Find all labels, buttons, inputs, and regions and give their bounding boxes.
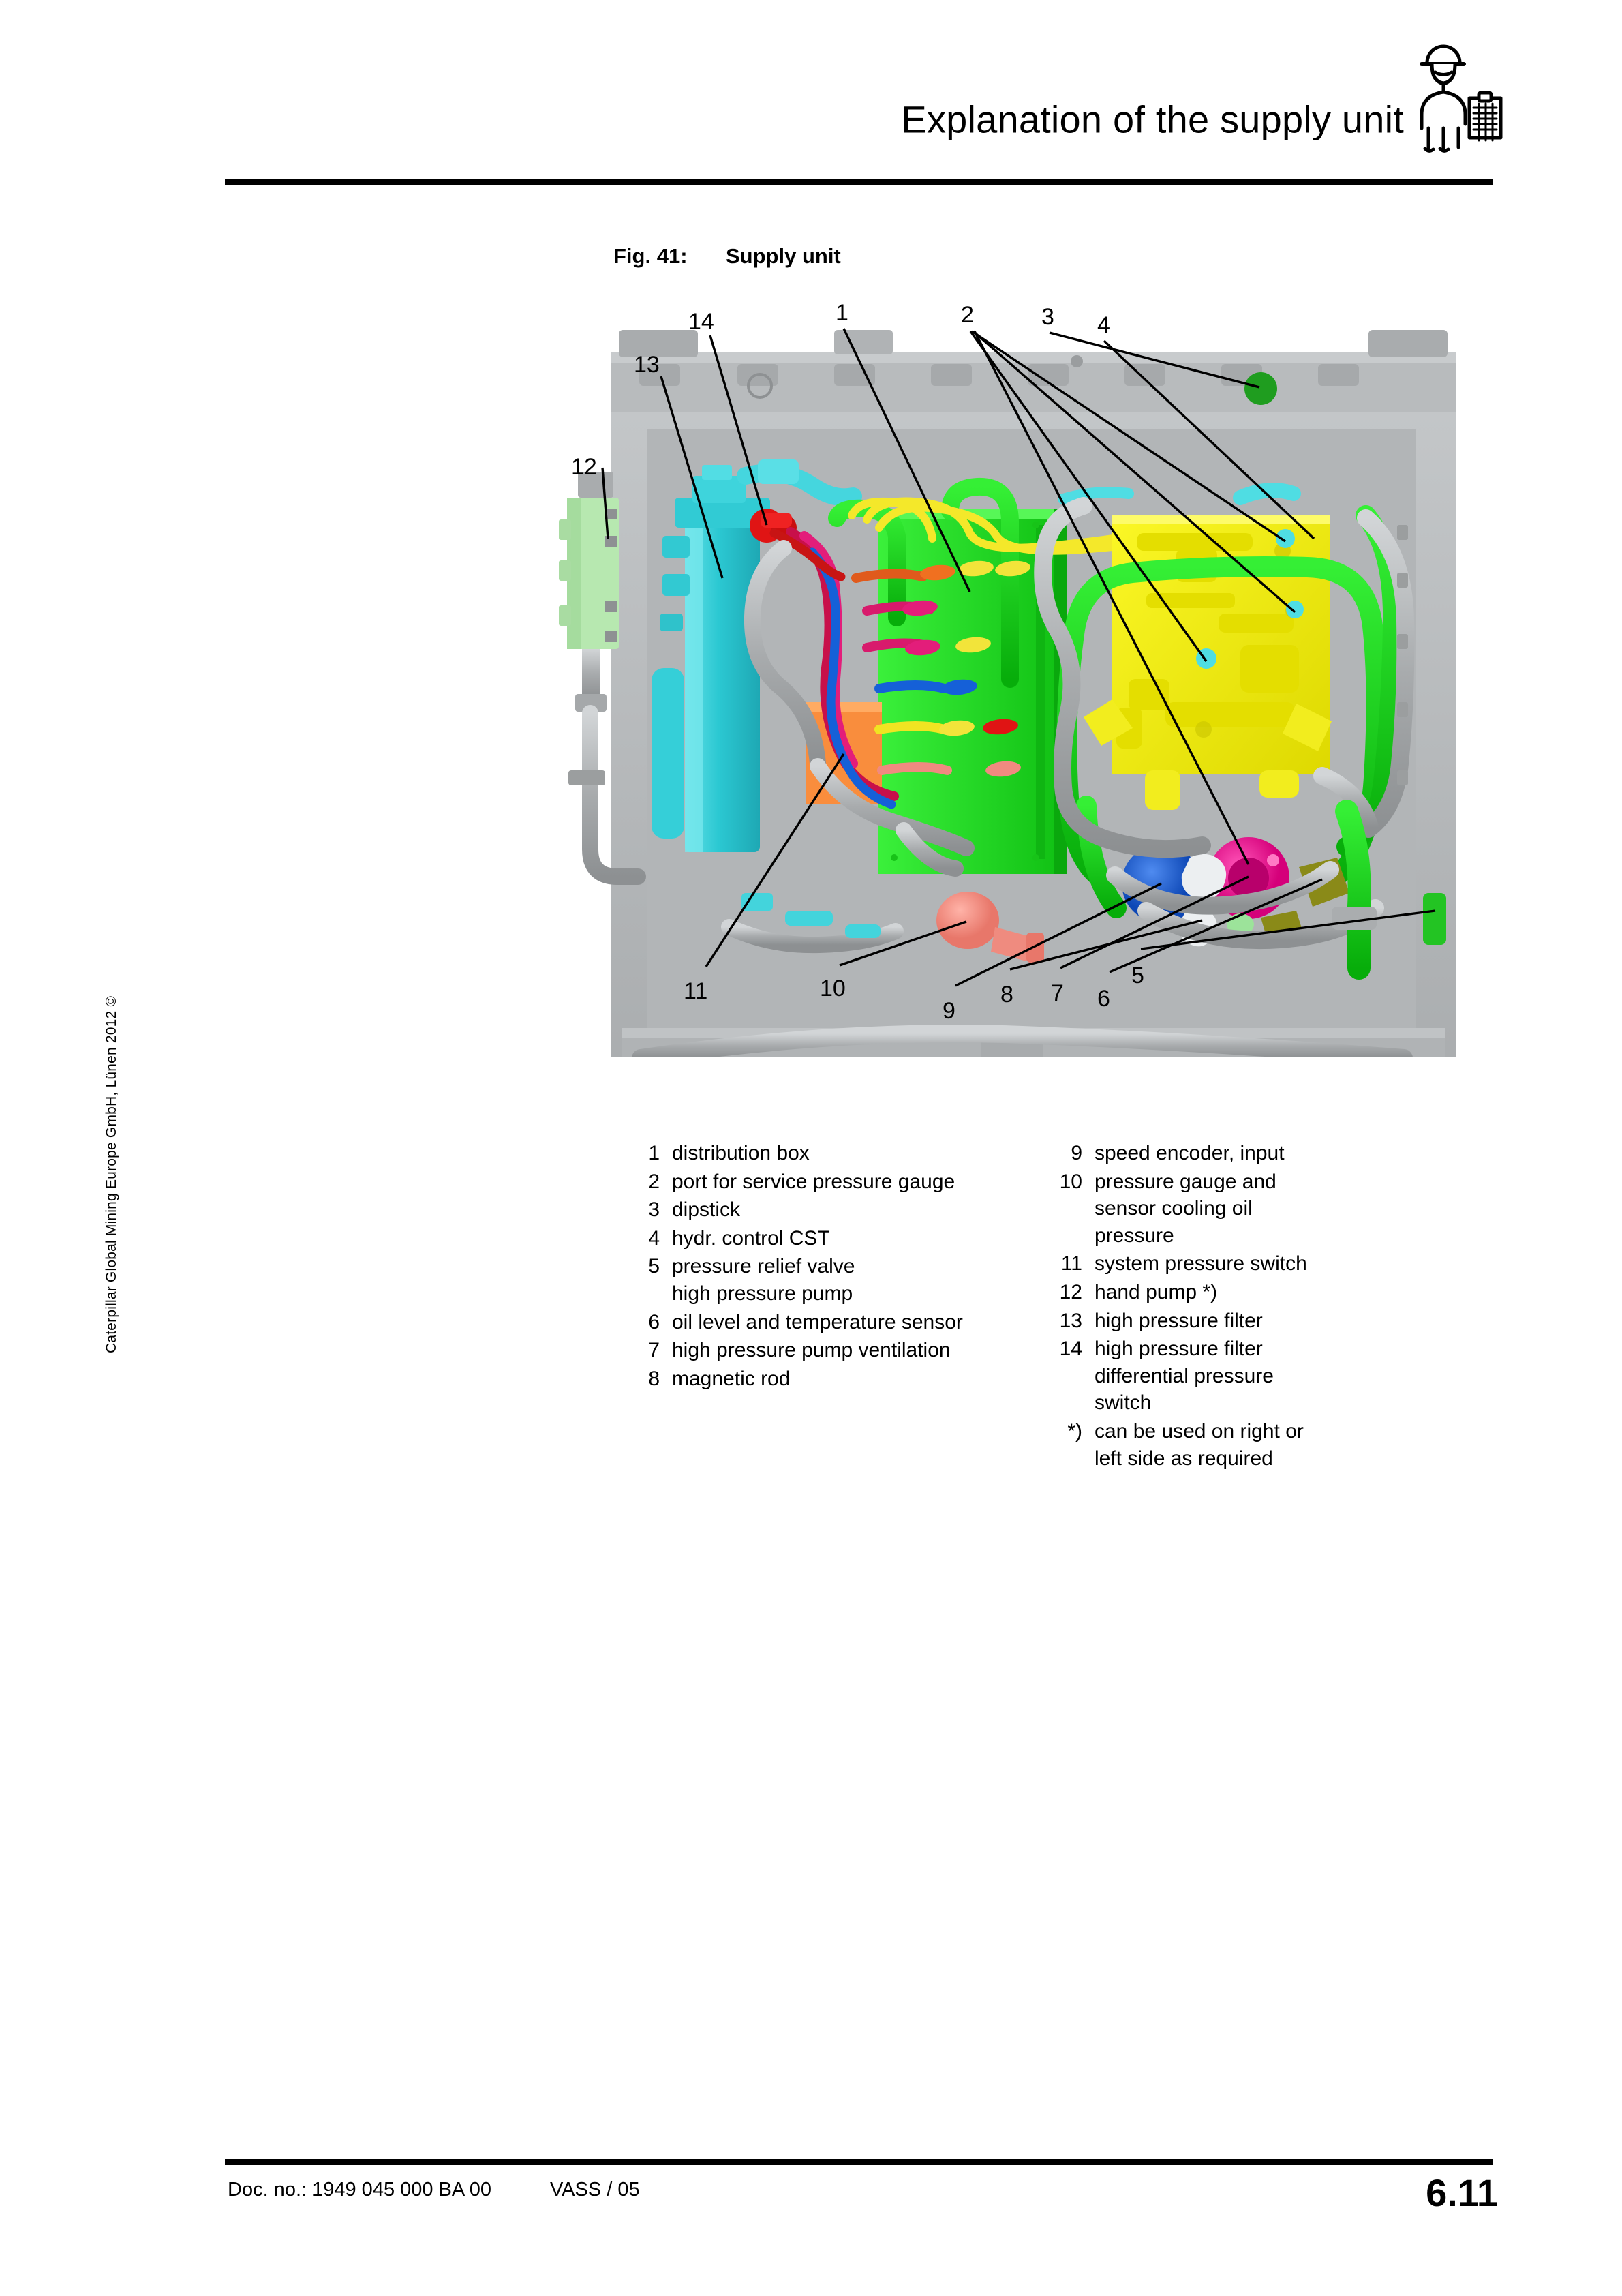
callout-10: 10 bbox=[820, 976, 846, 1001]
legend-label: pressure gauge and sensor cooling oil pr… bbox=[1095, 1170, 1276, 1247]
legend-item-4: 4 hydr. control CST bbox=[634, 1225, 1043, 1252]
legend-label: hydr. control CST bbox=[672, 1226, 830, 1250]
legend-label: magnetic rod bbox=[672, 1367, 791, 1390]
callout-14: 14 bbox=[688, 309, 714, 335]
legend-number: 8 bbox=[648, 1367, 660, 1390]
figure-number: Fig. 41: bbox=[613, 244, 688, 268]
legend-number: 12 bbox=[1059, 1280, 1082, 1303]
legend-item-13: 13 high pressure filter bbox=[1056, 1308, 1452, 1335]
hand-pump-block bbox=[559, 498, 619, 712]
copyright-notice: Caterpillar Global Mining Europe GmbH, L… bbox=[104, 995, 119, 1353]
legend-label: system pressure switch bbox=[1095, 1252, 1307, 1275]
callout-5: 5 bbox=[1131, 963, 1144, 988]
legend-label: speed encoder, input bbox=[1095, 1142, 1285, 1164]
legend-label: port for service pressure gauge bbox=[672, 1170, 955, 1193]
legend-item-14: 14 high pressure filter differential pre… bbox=[1056, 1335, 1452, 1417]
callout-11: 11 bbox=[684, 978, 708, 1004]
legend-number: 5 bbox=[648, 1255, 660, 1278]
leader-lines bbox=[601, 328, 1436, 987]
legend-number: 4 bbox=[648, 1226, 660, 1250]
figure-title: Supply unit bbox=[726, 244, 841, 268]
legend-column-right: 9 speed encoder, input 10 pressure gauge… bbox=[1056, 1140, 1452, 1473]
callout-12: 12 bbox=[571, 454, 597, 480]
callout-3: 3 bbox=[1041, 304, 1054, 330]
legend-label: dipstick bbox=[672, 1198, 741, 1222]
legend-item-12: 12 hand pump *) bbox=[1056, 1279, 1452, 1306]
supply-unit-diagram: 14 1 2 3 4 13 12 11 10 9 8 7 6 5 bbox=[559, 293, 1513, 1057]
legend-label: high pressure filter differential pressu… bbox=[1095, 1338, 1274, 1415]
legend-number: 7 bbox=[648, 1339, 660, 1362]
left-compartment bbox=[652, 459, 1184, 963]
legend-item-5: 5 pressure relief valve high pressure pu… bbox=[634, 1253, 1043, 1307]
dipstick-knob bbox=[1244, 372, 1277, 405]
callout-8: 8 bbox=[1000, 982, 1013, 1008]
legend-number: 9 bbox=[1071, 1142, 1082, 1164]
legend-number: 2 bbox=[648, 1170, 660, 1193]
footer-document-info: Doc. no.: 1949 045 000 BA 00 VASS / 05 bbox=[228, 2179, 640, 2201]
supply-unit-illustration bbox=[559, 328, 1456, 1057]
legend-number: 3 bbox=[648, 1198, 660, 1222]
footer-divider bbox=[225, 2159, 1493, 2165]
legend-label: distribution box bbox=[672, 1142, 810, 1164]
legend-number: 13 bbox=[1059, 1309, 1082, 1332]
legend-item-6: 6 oil level and temperature sensor bbox=[634, 1309, 1043, 1336]
callout-1: 1 bbox=[836, 300, 848, 326]
callout-4: 4 bbox=[1097, 312, 1110, 338]
legend-number: 11 bbox=[1060, 1252, 1082, 1275]
legend-number: 14 bbox=[1059, 1338, 1082, 1361]
callout-6: 6 bbox=[1097, 986, 1110, 1012]
legend-number: *) bbox=[1067, 1419, 1082, 1442]
header-divider bbox=[225, 179, 1493, 185]
legend-label: pressure relief valve high pressure pump bbox=[672, 1255, 855, 1305]
page-title: Explanation of the supply unit bbox=[901, 97, 1404, 141]
callout-7: 7 bbox=[1051, 980, 1064, 1006]
legend-item-9: 9 speed encoder, input bbox=[1056, 1140, 1452, 1167]
page-number: 6.11 bbox=[1426, 2171, 1498, 2214]
legend-item-2: 2 port for service pressure gauge bbox=[634, 1168, 1043, 1196]
doc-vass: VASS / 05 bbox=[549, 2179, 640, 2201]
panel-fasteners bbox=[1397, 525, 1408, 785]
legend-item-8: 8 magnetic rod bbox=[634, 1365, 1043, 1393]
legend-column-left: 1 distribution box 2 port for service pr… bbox=[634, 1140, 1043, 1393]
inspector-with-clipboard-icon bbox=[1404, 27, 1506, 157]
legend-label: oil level and temperature sensor bbox=[672, 1310, 963, 1333]
legend-item-10: 10 pressure gauge and sensor cooling oil… bbox=[1056, 1168, 1452, 1250]
legend-label: can be used on right or left side as req… bbox=[1095, 1419, 1304, 1470]
callout-13: 13 bbox=[634, 352, 660, 378]
legend-number: 10 bbox=[1059, 1170, 1082, 1193]
legend-item-11: 11 system pressure switch bbox=[1056, 1250, 1452, 1278]
legend-number: 6 bbox=[648, 1310, 660, 1333]
copyright-container bbox=[0, 0, 1, 1]
callout-2: 2 bbox=[961, 302, 974, 328]
legend-label: high pressure filter bbox=[1095, 1309, 1263, 1332]
legend-item-3: 3 dipstick bbox=[634, 1196, 1043, 1224]
legend-number: 1 bbox=[648, 1142, 660, 1164]
connector-wires bbox=[769, 527, 1030, 809]
high-pressure-filter bbox=[652, 459, 862, 852]
pressure-relief-valve bbox=[1423, 893, 1446, 945]
doc-number: Doc. no.: 1949 045 000 BA 00 bbox=[228, 2179, 491, 2201]
legend-label: hand pump *) bbox=[1095, 1280, 1218, 1303]
legend-item-7: 7 high pressure pump ventilation bbox=[634, 1337, 1043, 1364]
cyan-fittings bbox=[741, 893, 881, 938]
figure-caption: Fig. 41: Supply unit bbox=[613, 244, 841, 269]
legend-item-1: 1 distribution box bbox=[634, 1140, 1043, 1167]
legend-label: high pressure pump ventilation bbox=[672, 1339, 951, 1362]
callout-9: 9 bbox=[943, 998, 955, 1024]
legend-item-footnote: *) can be used on right or left side as … bbox=[1056, 1418, 1452, 1472]
page-header: Explanation of the supply unit bbox=[0, 0, 1622, 205]
